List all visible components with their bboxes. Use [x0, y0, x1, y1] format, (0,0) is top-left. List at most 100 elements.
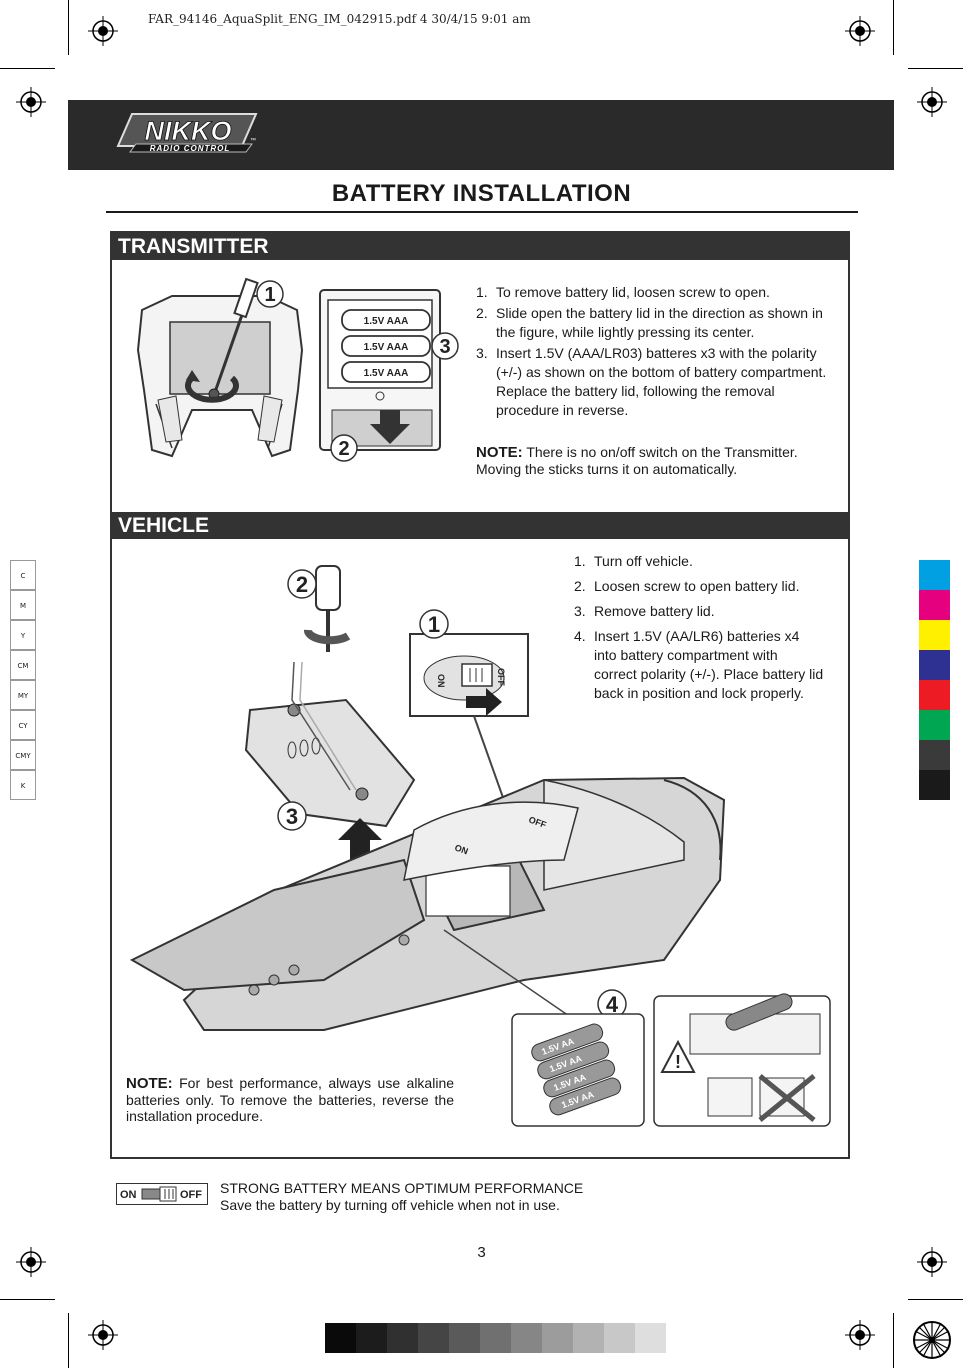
step-text: To remove battery lid, loosen screw to o… [496, 284, 770, 300]
gray-swatch [511, 1323, 542, 1353]
color-bar-label: CM [10, 650, 36, 680]
list-item: 3. Remove battery lid. [574, 602, 824, 621]
page-title: BATTERY INSTALLATION [331, 180, 632, 207]
step-number: 1. [574, 553, 586, 569]
transmitter-note: NOTE: There is no on/off switch on the T… [476, 444, 838, 477]
svg-text:3: 3 [439, 336, 450, 358]
crop-mark [893, 0, 894, 55]
list-item: 2. Loosen screw to open battery lid. [574, 577, 824, 596]
list-item: 1. Turn off vehicle. [574, 552, 824, 571]
color-bar-label: CY [10, 710, 36, 740]
content-box [110, 231, 850, 1159]
registration-mark-icon [845, 16, 875, 46]
vehicle-note: NOTE: For best performance, always use a… [126, 1075, 454, 1124]
star-target-icon [913, 1321, 951, 1359]
svg-text:ON: ON [453, 842, 469, 856]
step-number: 2. [476, 305, 488, 321]
step-text: Slide open the battery lid in the direct… [496, 305, 823, 340]
registration-mark-icon [917, 1247, 947, 1277]
crop-mark [893, 1313, 894, 1368]
step-text: Insert 1.5V (AAA/LR03) batteres x3 with … [496, 345, 827, 418]
svg-text:4: 4 [606, 992, 619, 1017]
svg-text:RADIO CONTROL: RADIO CONTROL [150, 144, 231, 153]
svg-text:OFF: OFF [180, 1189, 202, 1201]
color-bar-label: M [10, 590, 36, 620]
title-rule [106, 211, 858, 213]
registration-mark-icon [917, 87, 947, 117]
color-bar-label: Y [10, 620, 36, 650]
gray-swatch [573, 1323, 604, 1353]
svg-text:1.5V AAA: 1.5V AAA [364, 316, 409, 327]
svg-text:1: 1 [428, 612, 440, 637]
gray-swatch [418, 1323, 449, 1353]
nikko-logo: NIKKO RADIO CONTROL ™ [116, 113, 258, 153]
gray-swatch [604, 1323, 635, 1353]
color-swatch [919, 560, 950, 590]
gray-swatch [449, 1323, 480, 1353]
print-info: FAR_94146_AquaSplit_ENG_IM_042915.pdf 4 … [148, 12, 531, 26]
crop-mark [0, 68, 55, 69]
color-swatch [919, 650, 950, 680]
color-swatch [919, 710, 950, 740]
transmitter-heading: TRANSMITTER [112, 233, 850, 260]
color-bar-label: C [10, 560, 36, 590]
note-label: NOTE: [476, 444, 523, 461]
gray-swatch [356, 1323, 387, 1353]
step-text: Loosen screw to open battery lid. [594, 578, 800, 594]
crop-mark [68, 1313, 69, 1368]
list-item: 2. Slide open the battery lid in the dire… [476, 304, 838, 342]
svg-text:1.5V AAA: 1.5V AAA [364, 368, 409, 379]
gray-swatch [325, 1323, 356, 1353]
list-item: 1. To remove battery lid, loosen screw to… [476, 283, 838, 302]
footer-line-2: Save the battery by turning off vehicle … [220, 1197, 560, 1213]
svg-text:1: 1 [264, 284, 275, 306]
svg-text:ON: ON [436, 674, 446, 688]
step-text: Turn off vehicle. [594, 553, 693, 569]
gray-swatch [542, 1323, 573, 1353]
color-swatch [919, 740, 950, 770]
transmitter-steps: 1. To remove battery lid, loosen screw to… [476, 283, 838, 422]
crop-mark [0, 1299, 55, 1300]
crop-mark [68, 0, 69, 55]
step-number: 1. [476, 284, 488, 300]
vehicle-illustration: ON OFF ON OFF 2 1 3 4 1.5V AA 1.5V AA [129, 565, 831, 1127]
color-bar-label: CMY [10, 740, 36, 770]
step-number: 3. [574, 603, 586, 619]
svg-text:OFF: OFF [496, 668, 506, 686]
page-number: 3 [477, 1244, 486, 1261]
svg-text:!: ! [675, 1052, 681, 1072]
gray-swatch [635, 1323, 666, 1353]
registration-mark-icon [845, 1320, 875, 1350]
registration-mark-icon [16, 87, 46, 117]
color-swatch [919, 590, 950, 620]
color-swatch [919, 680, 950, 710]
list-item: 4. Insert 1.5V (AA/LR6) batteries x4 into… [574, 627, 824, 703]
color-swatch [919, 620, 950, 650]
svg-text:1.5V AAA: 1.5V AAA [364, 342, 409, 353]
note-label: NOTE: [126, 1075, 173, 1092]
note-text: There is no on/off switch on the Transmi… [476, 444, 798, 477]
svg-text:ON: ON [120, 1189, 137, 1201]
transmitter-illustration: 1.5V AAA 1.5V AAA 1.5V AAA 1 2 3 [136, 277, 459, 462]
step-number: 3. [476, 345, 488, 361]
step-number: 2. [574, 578, 586, 594]
list-item: 3. Insert 1.5V (AAA/LR03) batteres x3 wit… [476, 344, 838, 420]
svg-text:2: 2 [296, 572, 308, 597]
gray-swatch [387, 1323, 418, 1353]
color-bar-label: K [10, 770, 36, 800]
svg-text:™: ™ [250, 137, 256, 144]
step-text: Remove battery lid. [594, 603, 715, 619]
footer-message: STRONG BATTERY MEANS OPTIMUM PERFORMANCE… [220, 1180, 583, 1214]
crop-mark [908, 68, 963, 69]
gray-swatch [480, 1323, 511, 1353]
svg-text:2: 2 [338, 438, 349, 460]
registration-mark-icon [88, 16, 118, 46]
color-swatch [919, 770, 950, 800]
svg-text:3: 3 [286, 804, 298, 829]
svg-text:NIKKO: NIKKO [145, 116, 232, 146]
color-bar-label: MY [10, 680, 36, 710]
step-text: Insert 1.5V (AA/LR6) batteries x4 into b… [594, 628, 824, 701]
vehicle-steps: 1. Turn off vehicle. 2. Loosen screw to op… [574, 552, 824, 705]
registration-mark-icon [88, 1320, 118, 1350]
step-number: 4. [574, 628, 586, 644]
